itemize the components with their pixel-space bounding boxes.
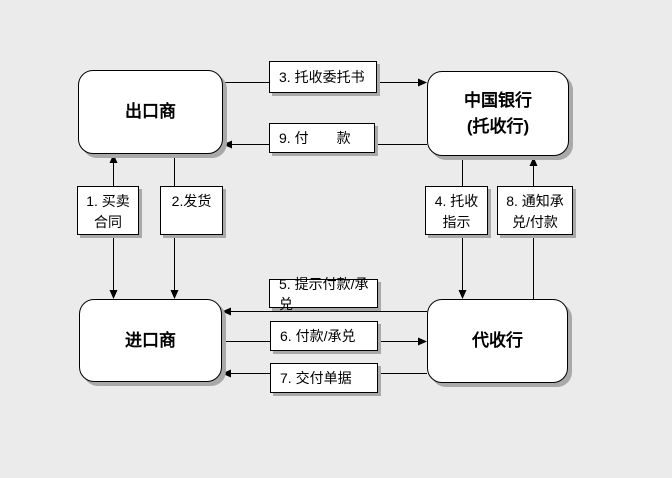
step-label-1: 1. 买卖 合同 [77, 186, 139, 235]
node-remitting-bank-label: 中国银行 [464, 90, 532, 110]
node-importer-label: 进口商 [125, 330, 176, 350]
node-remitting-bank: 中国银行 (托收行) [427, 71, 569, 156]
step-label-2: 2.发货 [160, 186, 223, 235]
node-remitting-bank-sublabel: (托收行) [466, 116, 530, 136]
node-collecting-bank-label: 代收行 [472, 331, 523, 350]
step-label-7: 7. 交付单据 [270, 363, 378, 393]
node-collecting-bank: 代收行 [427, 299, 568, 383]
arrow-step-5 [222, 307, 427, 316]
node-importer: 进口商 [79, 299, 222, 382]
node-exporter-label: 出口商 [125, 102, 176, 121]
step-label-5: 5. 提示付款/承兑 [269, 276, 378, 312]
step-label-8: 8. 通知承 兑/付款 [497, 186, 573, 235]
node-exporter: 出口商 [78, 70, 223, 154]
step-label-6: 6. 付款/承兑 [270, 321, 378, 351]
step-label-3: 3. 托收委托书 [269, 61, 377, 93]
step-label-9: 9. 付 款 [269, 123, 375, 153]
step-label-4: 4. 托收 指示 [425, 186, 488, 235]
